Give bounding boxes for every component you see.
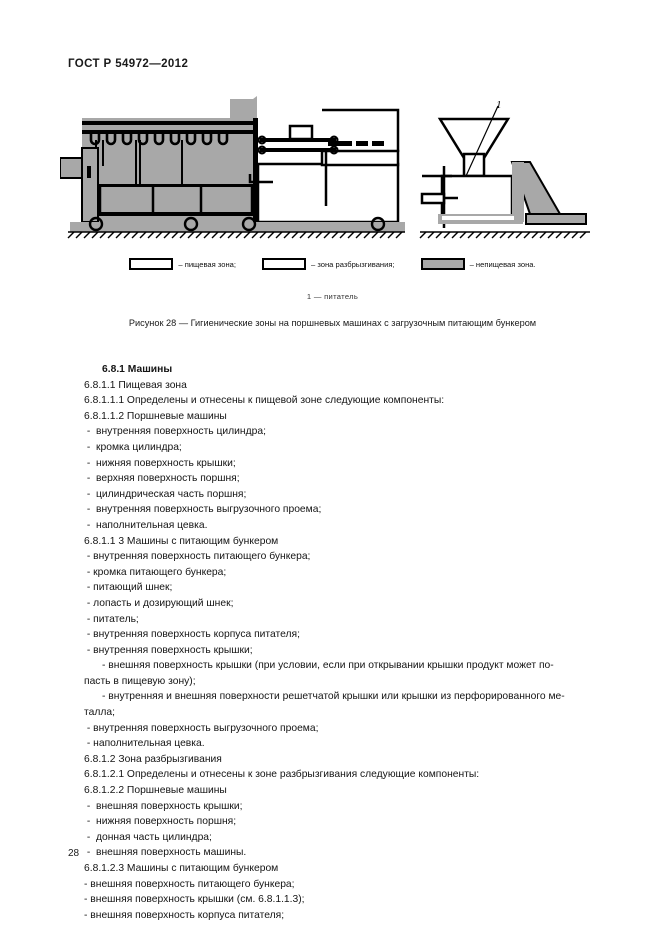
- paragraph-line: пасть в пищевую зону);: [84, 675, 196, 687]
- list-item: - внешняя поверхность крышки;: [84, 800, 243, 812]
- machine-diagram: 1: [60, 96, 605, 248]
- clause-line: 6.8.1.2.2 Поршневые машины: [84, 785, 227, 797]
- list-item: - внешняя поверхность питающего бункера;: [84, 878, 295, 890]
- legend-swatch-splash-zone: [262, 258, 306, 270]
- section-heading: 6.8.1 Машины: [102, 364, 173, 375]
- list-item: - внутренняя поверхность выгрузочного пр…: [84, 722, 319, 734]
- leader-label-1: 1: [496, 99, 502, 111]
- legend-label-splash-zone: – зона разбрызгивания;: [311, 259, 395, 269]
- legend-swatch-food-zone: [129, 258, 174, 270]
- list-item: - внешняя поверхность корпуса питателя;: [84, 909, 285, 921]
- caster-wheels: [88, 216, 386, 232]
- clause-line: 6.8.1.1 Пищевая зона: [84, 379, 187, 391]
- list-item: - внешняя поверхность машины.: [84, 847, 247, 859]
- legend-label-food-zone: – пищевая зона;: [178, 259, 236, 269]
- clause-line: 6.8.1.1.2 Поршневые машины: [84, 410, 227, 422]
- legend-swatch-nonfood-zone: [420, 258, 465, 270]
- clause-line: 6.8.1.2.3 Машины с питающим бункером: [84, 863, 279, 874]
- list-item: - питатель;: [84, 613, 139, 625]
- list-item: - питающий шнек;: [84, 582, 173, 594]
- floor-hatching: [67, 231, 590, 239]
- standard-header: ГОСТ Р 54972—2012: [68, 58, 189, 70]
- list-item: - верхняя поверхность поршня;: [84, 473, 240, 485]
- list-item: - внутренняя поверхность питающего бунке…: [84, 551, 311, 563]
- diagram-left-machine: [70, 96, 260, 232]
- list-item: - донная часть цилиндра;: [84, 831, 212, 843]
- legend-item-splash-zone: – зона разбрызгивания;: [262, 258, 395, 270]
- diagram-right-machine-hopper: 1: [60, 99, 587, 228]
- paragraph-line: - внутренняя и внешняя поверхности решет…: [102, 691, 565, 703]
- legend-item-nonfood-zone: – непищевая зона.: [420, 258, 536, 270]
- figure-28: 1: [60, 96, 605, 328]
- diagram-center-machine: [248, 108, 405, 232]
- clause-line: 6.8.1.2.1 Определены и отнесены к зоне р…: [84, 769, 480, 781]
- legend-item-food-zone: – пищевая зона;: [129, 258, 236, 270]
- body-text: 6.8.1 Машины 6.8.1.1 Пищевая зона 6.8.1.1.…: [84, 362, 579, 923]
- list-item: - наполнительная цевка.: [84, 519, 208, 531]
- clause-line: 6.8.1.2 Зона разбрызгивания: [84, 753, 222, 765]
- list-item: - наполнительная цевка.: [84, 738, 205, 750]
- figure-caption: Рисунок 28 — Гигиенические зоны на поршн…: [128, 318, 537, 328]
- list-item: - внешняя поверхность крышки (см. 6.8.1.…: [84, 894, 305, 906]
- figure-legend: – пищевая зона; – зона разбрызгивания; –…: [60, 258, 605, 270]
- list-item: - лопасть и дозирующий шнек;: [84, 597, 234, 609]
- list-item: - внутренняя поверхность корпуса питател…: [84, 629, 300, 641]
- figure-callout-note: 1 — питатель: [306, 292, 359, 301]
- list-item: - кромка питающего бункера;: [84, 566, 227, 578]
- legend-label-nonfood-zone: – непищевая зона.: [469, 259, 536, 269]
- list-item: - внутренняя поверхность цилиндра;: [84, 426, 266, 438]
- list-item: - внутренняя поверхность крышки;: [84, 644, 253, 656]
- list-item: - цилиндрическая часть поршня;: [84, 488, 247, 500]
- list-item: - нижняя поверхность поршня;: [84, 816, 237, 828]
- list-item: - внутренняя поверхность выгрузочного пр…: [84, 504, 322, 516]
- paragraph-line: талла;: [84, 707, 115, 719]
- list-item: - нижняя поверхность крышки;: [84, 457, 236, 469]
- list-item: - кромка цилиндра;: [84, 441, 182, 453]
- clause-line: 6.8.1.1 3 Машины с питающим бункером: [84, 535, 279, 547]
- clause-line: 6.8.1.1.1 Определены и отнесены к пищево…: [84, 395, 445, 407]
- paragraph-line: - внешняя поверхность крышки (при услови…: [102, 660, 554, 672]
- page-number: 28: [68, 848, 80, 859]
